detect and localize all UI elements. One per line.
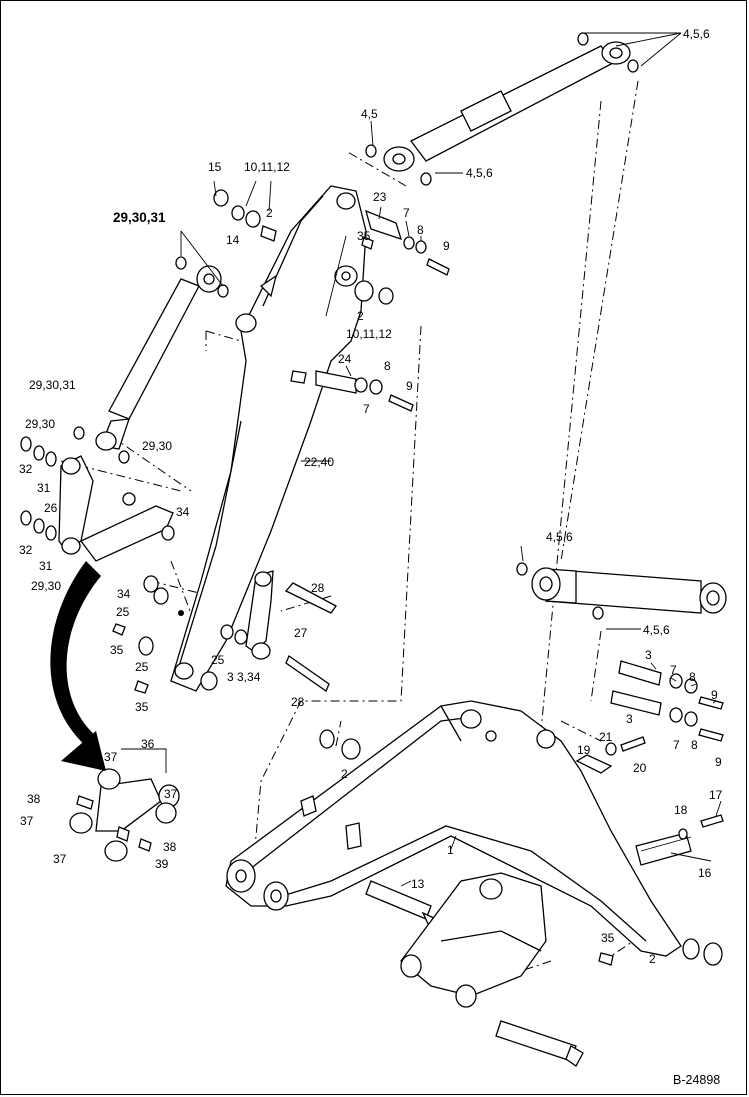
label-3-a: 3 [645, 648, 652, 662]
label-21: 21 [599, 730, 613, 744]
label-37-b: 37 [164, 787, 178, 801]
label-35-b: 35 [110, 643, 124, 657]
label-37-c: 37 [20, 814, 34, 828]
label-36: 36 [141, 737, 155, 751]
pin-24-assembly [290, 370, 414, 412]
inset-detail [69, 748, 180, 862]
label-15: 15 [208, 160, 222, 174]
label-35-a: 35 [357, 229, 371, 243]
label-7-a: 7 [403, 206, 410, 220]
label-456-upper: 4,5,6 [466, 166, 493, 180]
pin-23-assembly [361, 209, 450, 276]
label-2-c: 2 [341, 767, 348, 781]
swing-bracket [400, 872, 584, 1067]
dipper-stick [170, 185, 367, 692]
label-293031-bold: 29,30,31 [113, 210, 166, 225]
label-25-b: 25 [135, 660, 149, 674]
label-17: 17 [709, 788, 723, 802]
main-boom [225, 700, 692, 957]
bushing-2-upper [213, 189, 394, 305]
label-9-c: 9 [711, 688, 718, 702]
label-26: 26 [44, 501, 58, 515]
label-25-a: 25 [116, 605, 130, 619]
label-39: 39 [155, 857, 169, 871]
label-2-d: 2 [649, 952, 656, 966]
label-20: 20 [633, 761, 647, 775]
label-3334: 3 3,34 [227, 670, 261, 684]
label-28-a: 28 [311, 581, 325, 595]
arm-cylinder-upper [365, 32, 639, 186]
boom-pins [319, 729, 724, 966]
boom-cylinder-right [516, 562, 727, 620]
label-1: 1 [447, 843, 454, 857]
label-2930-c: 29,30 [31, 579, 61, 593]
label-16: 16 [698, 866, 712, 880]
leader-lines [180, 32, 722, 887]
label-456-top: 4,5,6 [683, 27, 710, 41]
label-8-a: 8 [417, 223, 424, 237]
label-456-mid: 4,5,6 [546, 530, 573, 544]
label-101112-b: 10,11,12 [346, 327, 392, 341]
label-38-b: 38 [163, 840, 177, 854]
label-9-b: 9 [406, 379, 413, 393]
assembly-guide-lines [60, 80, 642, 992]
label-45: 4,5 [361, 107, 378, 121]
label-28-b: 28 [291, 695, 305, 709]
label-34-b: 34 [117, 587, 131, 601]
label-8-c: 8 [689, 670, 696, 684]
label-8-b: 8 [384, 359, 391, 373]
label-456-lower: 4,5,6 [643, 623, 670, 637]
label-31-a: 31 [37, 481, 51, 495]
label-18: 18 [674, 803, 688, 817]
label-9-a: 9 [443, 239, 450, 253]
part-labels: 4,5,6 4,5 4,5,6 15 10,11,12 2 14 29,30,3… [19, 27, 723, 966]
label-2-a: 2 [266, 206, 273, 220]
label-37-a: 37 [104, 750, 118, 764]
label-37-d: 37 [53, 852, 67, 866]
label-13: 13 [411, 877, 425, 891]
drawing-reference-number: B-24898 [673, 1073, 720, 1087]
label-19: 19 [577, 743, 591, 757]
label-9-d: 9 [715, 755, 722, 769]
label-34-a: 34 [176, 505, 190, 519]
label-101112-a: 10,11,12 [244, 160, 290, 174]
label-27: 27 [294, 626, 308, 640]
label-2930-b: 29,30 [142, 439, 172, 453]
bucket-cylinder [73, 256, 229, 464]
label-7-b: 7 [363, 402, 370, 416]
label-3-b: 3 [626, 712, 633, 726]
curved-arrow [50, 561, 106, 771]
bushings-25-34 [112, 575, 248, 694]
label-32-a: 32 [19, 462, 33, 476]
label-2240: 22,40 [304, 455, 334, 469]
label-32-b: 32 [19, 543, 33, 557]
label-24: 24 [338, 352, 352, 366]
bucket-link-26 [58, 455, 175, 562]
label-23: 23 [373, 190, 387, 204]
label-38-a: 38 [27, 792, 41, 806]
label-35-d: 35 [601, 931, 615, 945]
label-8-d: 8 [691, 738, 698, 752]
washers-left [20, 436, 57, 541]
label-293031-left: 29,30,31 [29, 378, 76, 392]
pin-13 [365, 880, 438, 928]
label-35-c: 35 [135, 700, 149, 714]
label-31-b: 31 [39, 559, 53, 573]
label-2-b: 2 [357, 309, 364, 323]
label-25-c: 25 [211, 653, 225, 667]
label-7-d: 7 [673, 738, 680, 752]
label-14: 14 [226, 233, 240, 247]
pins-3-right [610, 660, 724, 742]
label-2930-a: 29,30 [25, 417, 55, 431]
link-27-assembly [245, 570, 337, 692]
label-7-c: 7 [670, 663, 677, 677]
